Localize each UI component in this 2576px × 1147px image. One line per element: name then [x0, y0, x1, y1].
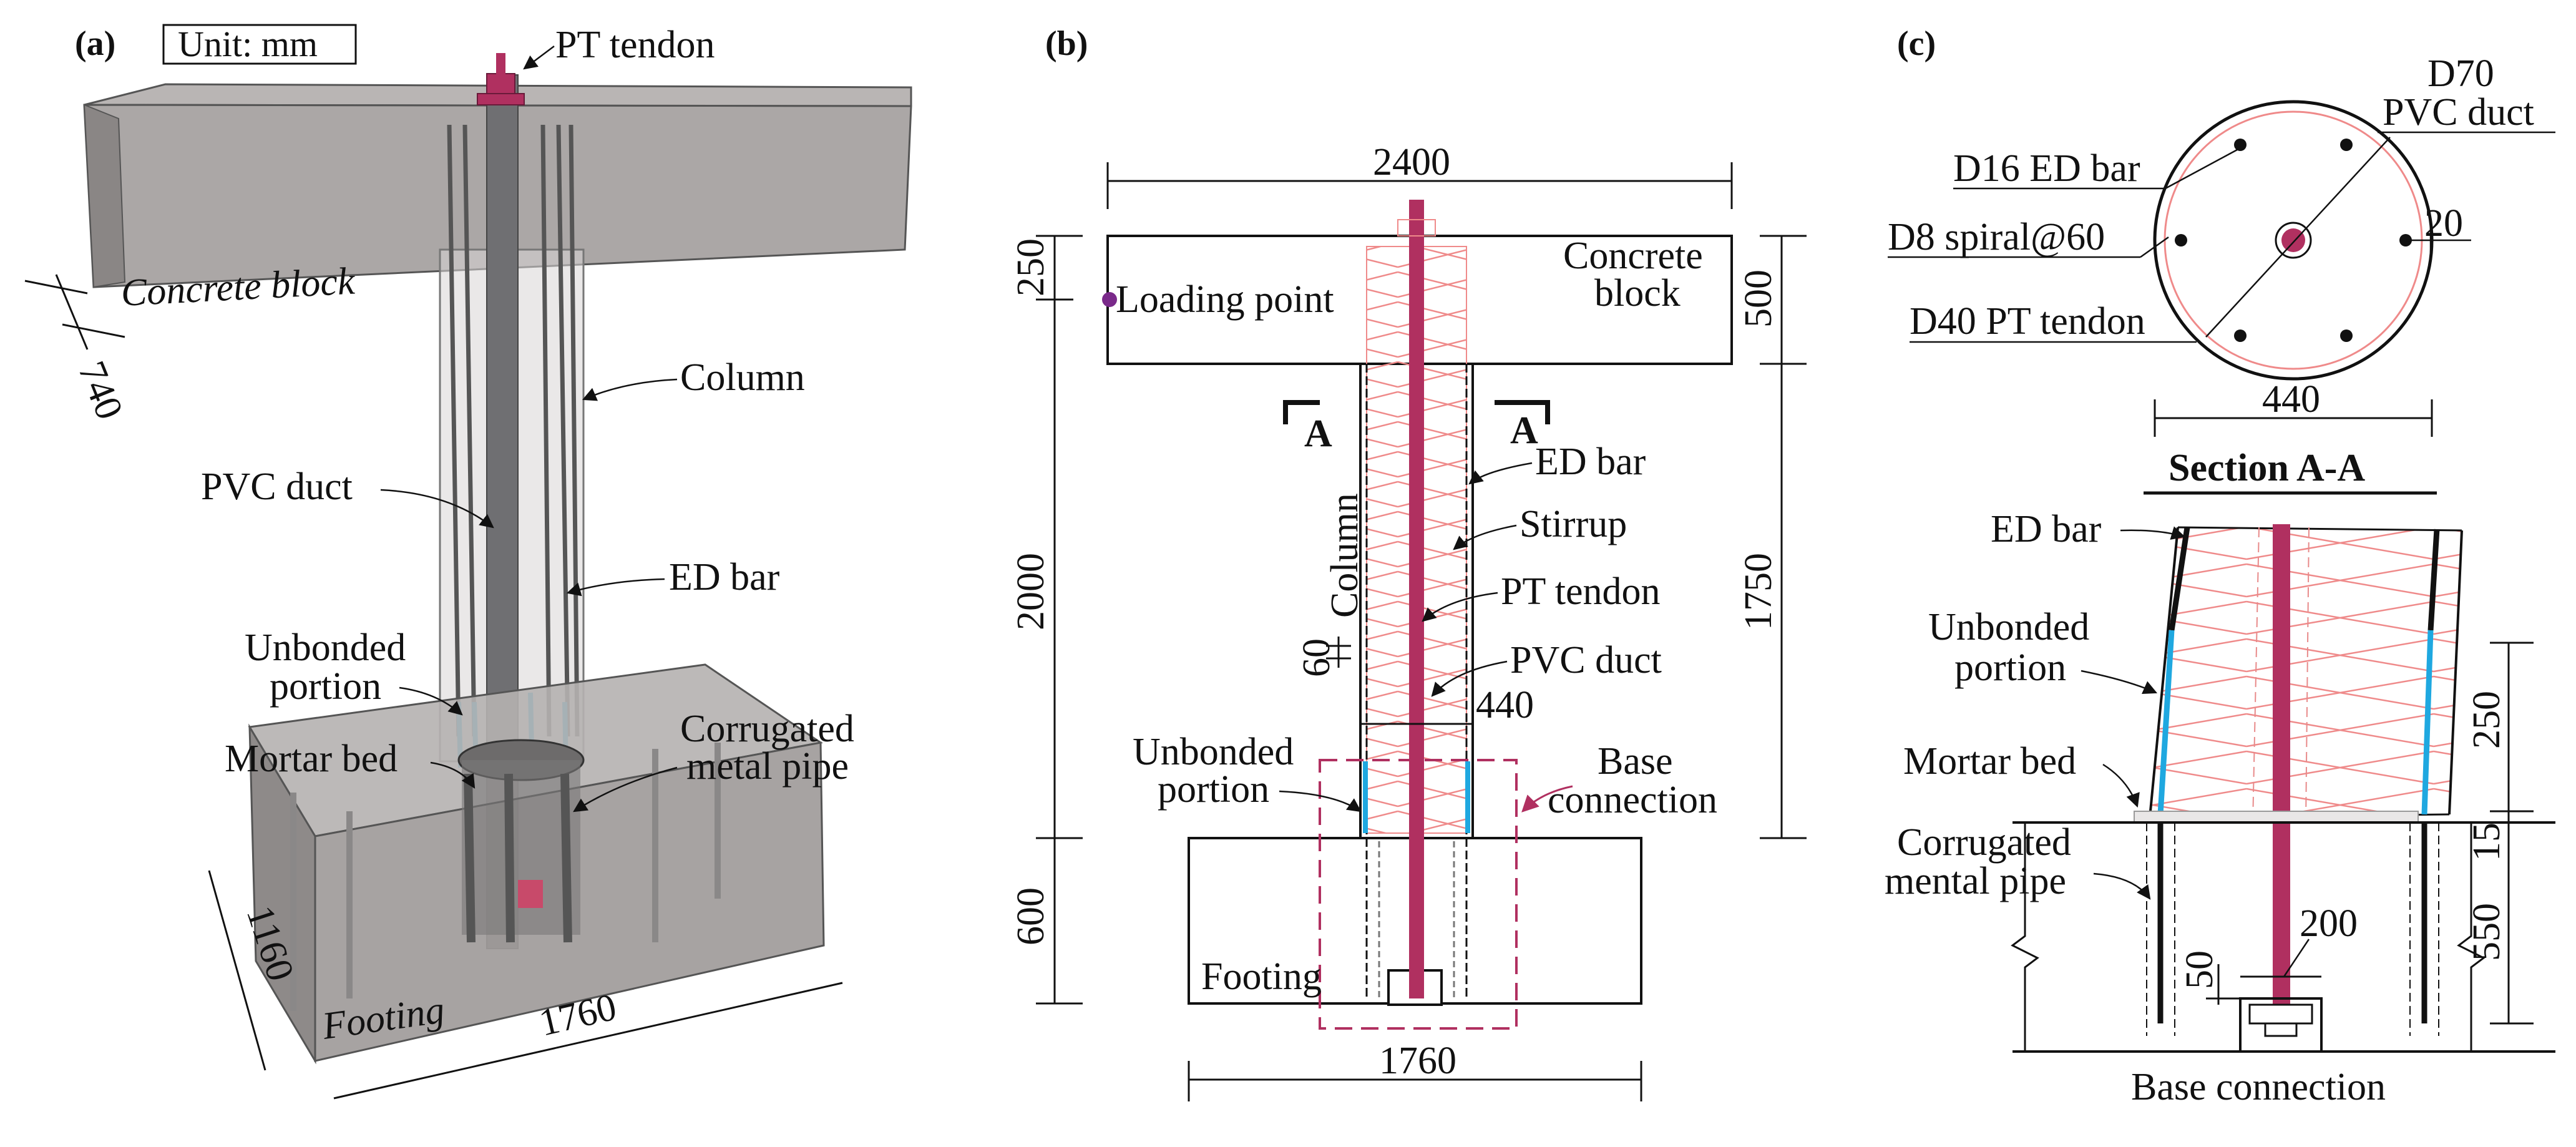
c-dim-550-text: 550 [2466, 903, 2508, 961]
b-dim-440: 440 [1359, 684, 1534, 736]
c-unbonded-label-2: portion [1954, 647, 2066, 689]
b-dim-250-text: 250 [1010, 238, 1052, 296]
c-dim-440: 440 [2154, 378, 2433, 437]
b-dim-2400-text: 2400 [1373, 141, 1450, 183]
c-section-title: Section A-A [2169, 447, 2365, 489]
b-dim-60-text: 60 [1295, 638, 1338, 677]
footing-3d [248, 663, 825, 1065]
b-dim-1750-text: 1750 [1737, 553, 1780, 630]
b-stirrup-label: Stirrup [1520, 503, 1627, 545]
a-pt-tendon-label: PT tendon [555, 24, 715, 66]
b-dim-left-stack: 250 2000 600 [1010, 235, 1083, 1005]
b-pvc-duct-label: PVC duct [1510, 639, 1662, 681]
b-section-a1: A [1304, 412, 1332, 455]
b-dim-500-text: 500 [1737, 270, 1780, 328]
c-d8-label: D8 spiral@60 [1888, 216, 2105, 258]
a-unbonded-label-2: portion [270, 665, 381, 708]
c-mortar-bed-label: Mortar bed [1903, 740, 2076, 783]
c-pvc-duct-label: PVC duct [2383, 91, 2534, 134]
panel-c: (c) D70 PVC duct D16 ED bar D8 spiral@60… [1885, 24, 2555, 1108]
a-pvc-duct-label: PVC duct [201, 466, 353, 508]
c-corrugated-label-2: mental pipe [1885, 860, 2066, 902]
b-footing-label: Footing [1201, 955, 1322, 998]
b-dim-1760: 1760 [1188, 1040, 1642, 1101]
b-loading-point-marker [1102, 292, 1117, 307]
c-dim-440-text: 440 [2262, 378, 2320, 421]
a-dim-740-text: 740 [70, 356, 131, 426]
b-base-label-1: Base [1598, 740, 1673, 783]
b-section-marker-left: A [1283, 400, 1332, 455]
c-dim-50: 50 [2178, 950, 2240, 1005]
a-unbonded-label-1: Unbonded [245, 627, 406, 669]
b-dim-600-text: 600 [1010, 887, 1052, 945]
b-dim-1760-text: 1760 [1379, 1040, 1456, 1082]
b-dim-2000-text: 2000 [1010, 553, 1052, 630]
c-dim-250-text: 250 [2466, 691, 2508, 749]
c-footing [2011, 821, 2555, 1053]
b-unbonded-label-1: Unbonded [1133, 731, 1294, 773]
panel-a: (a) Unit: mm [24, 24, 912, 1100]
b-column-label: Column [1324, 493, 1366, 618]
b-section-a2: A [1510, 409, 1538, 452]
c-dim-15-text: 15 [2466, 822, 2508, 861]
pt-anchor-3d [477, 53, 525, 105]
b-concrete-label-1: Concrete [1563, 235, 1703, 277]
c-dim-15: 15 [2466, 810, 2534, 861]
c-corrugated-label-1: Corrugated [1897, 821, 2071, 864]
c-dim-200-text: 200 [2300, 902, 2358, 945]
b-dim-440-text: 440 [1476, 684, 1534, 726]
b-base-connection-box [1319, 759, 1518, 1030]
c-d40-label: D40 PT tendon [1910, 300, 2145, 343]
a-dim-740: 740 [24, 274, 131, 426]
b-dim-60: 60 [1295, 637, 1351, 677]
b-dim-2400: 2400 [1106, 141, 1733, 209]
b-unbonded-label-2: portion [1158, 768, 1269, 811]
c-base-connection-label: Base connection [2131, 1066, 2386, 1108]
unit-box [162, 24, 357, 65]
a-column-label: Column [680, 356, 805, 399]
a-corrugated-label-2: metal pipe [686, 745, 849, 788]
c-dim-250: 250 [2466, 642, 2534, 822]
c-dim-200: 200 [2240, 902, 2358, 978]
b-pt-tendon-label: PT tendon [1501, 570, 1660, 613]
c-d16-label: D16 ED bar [1953, 147, 2140, 190]
a-ed-bar-label: ED bar [669, 556, 780, 598]
panel-b: (b) Loading point Concrete block A [1010, 24, 1807, 1101]
c-dim-50-text: 50 [2178, 950, 2221, 989]
b-loading-point-label: Loading point [1116, 278, 1334, 321]
a-mortar-bed-label: Mortar bed [225, 738, 398, 780]
c-ed-bar-label: ED bar [1991, 508, 2102, 550]
c-cross-section [2153, 100, 2434, 381]
b-pt-tendon [1409, 200, 1424, 998]
b-ed-bar-label: ED bar [1535, 441, 1646, 483]
panel-c-label: (c) [1897, 24, 1936, 63]
panel-b-label: (b) [1045, 24, 1088, 63]
c-unbonded-label-1: Unbonded [1928, 606, 2089, 648]
b-dim-right-stack: 500 1750 [1737, 235, 1807, 839]
unit-label: Unit: mm [178, 24, 318, 64]
c-column-elevation [2134, 524, 2463, 1037]
panel-a-label: (a) [75, 24, 115, 63]
c-dim-550: 550 [2466, 822, 2534, 1025]
b-section-marker-right: A [1495, 400, 1550, 452]
b-concrete-label-2: block [1594, 272, 1681, 315]
c-d70-label: D70 [2427, 52, 2494, 95]
a-corrugated-label-1: Corrugated [680, 708, 854, 750]
b-base-label-2: connection [1548, 779, 1717, 821]
